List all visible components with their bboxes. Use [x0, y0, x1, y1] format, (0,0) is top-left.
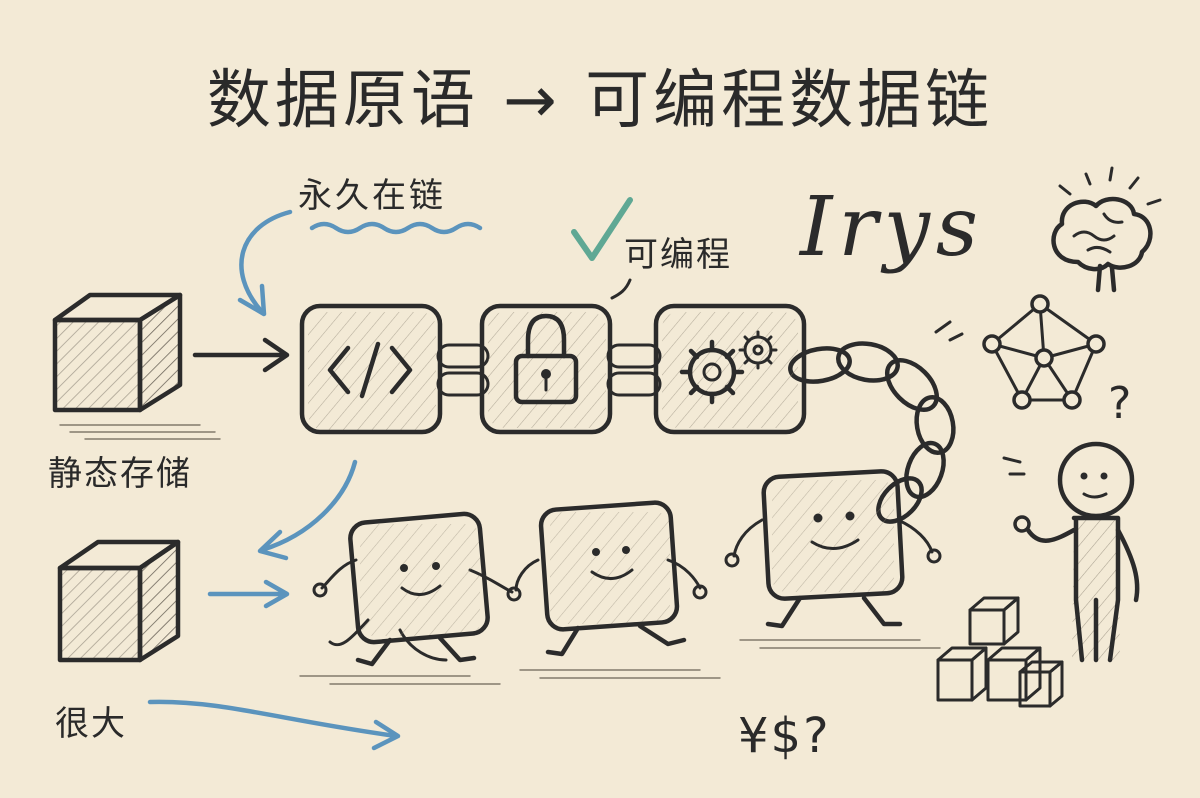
- walking-block-3: [724, 469, 942, 629]
- static-storage-cube: [52, 292, 221, 440]
- cube-stack: [936, 596, 1064, 708]
- static-storage-arrow: [192, 337, 290, 373]
- network-icon: [982, 294, 1106, 410]
- downward-arrow-head: [257, 529, 289, 561]
- label-permanent-on-chain: 永久在链: [298, 176, 446, 216]
- ground-shading: [299, 639, 941, 685]
- checkmark-icon: [571, 197, 633, 261]
- walking-block-2: [514, 500, 708, 657]
- question-mark-right: ?: [1108, 378, 1131, 429]
- chain-block-gears: [653, 303, 807, 435]
- downward-arrow: [259, 459, 358, 553]
- very-large-arrow: [147, 699, 399, 739]
- stick-figure: [1013, 441, 1140, 663]
- large-cube-arrow: [207, 579, 290, 609]
- label-very-large: 很大: [55, 704, 127, 744]
- motion-marks: [934, 320, 1026, 476]
- large-cube: [57, 539, 181, 663]
- code-icon: [327, 341, 413, 399]
- label-programmable: 可编程: [624, 235, 732, 275]
- lock-icon: [513, 313, 579, 405]
- label-static-storage: 静态存储: [48, 454, 192, 494]
- chain-block-lock: [479, 303, 613, 435]
- brand-name: Irys: [798, 180, 984, 275]
- permanent-arrow-head: [237, 283, 267, 317]
- gears-icon: [679, 330, 778, 405]
- brain-icon: [1051, 166, 1162, 293]
- very-large-arrow-head: [371, 719, 401, 751]
- label-money-question: ¥$?: [738, 708, 831, 764]
- walking-block-1: [312, 511, 522, 667]
- page-title: 数据原语 → 可编程数据链: [207, 64, 993, 138]
- permanent-arrow: [239, 209, 293, 315]
- chain-block-code: [299, 303, 443, 435]
- programmable-pointer: [610, 278, 632, 300]
- permanent-wavy-underline: [309, 221, 483, 235]
